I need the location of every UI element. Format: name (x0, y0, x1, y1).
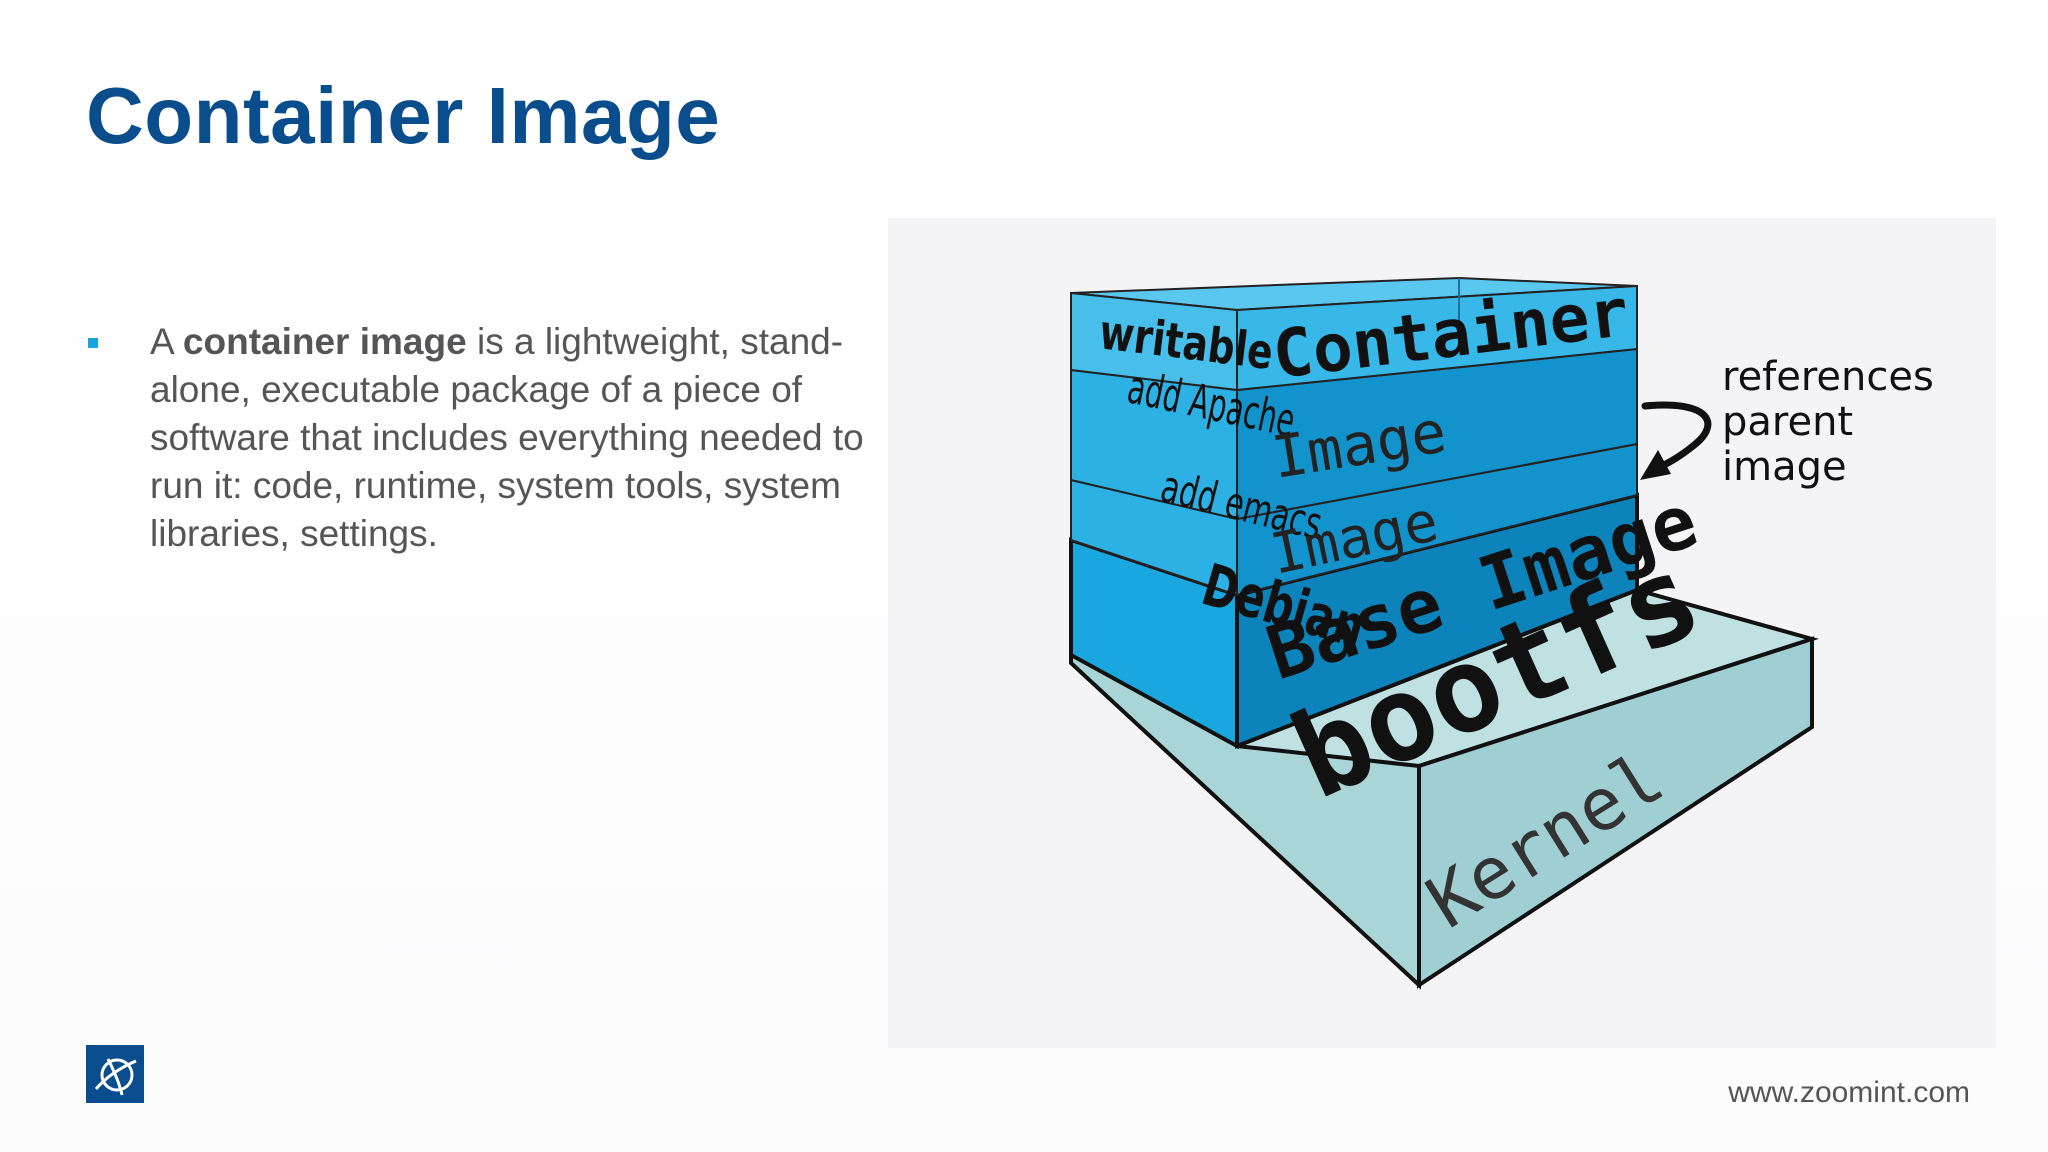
bullet-item: A container image is a lightweight, stan… (88, 318, 868, 558)
square-bullet-icon (88, 338, 98, 348)
bullet-text: A container image is a lightweight, stan… (150, 318, 868, 558)
container-layer-face (1236, 284, 1638, 392)
arrowhead-icon (1640, 450, 1671, 480)
bullet-list: A container image is a lightweight, stan… (88, 318, 868, 558)
annotation-line-2: parent (1722, 399, 1853, 445)
bullet-lead: A (150, 321, 183, 362)
footer-website-url: www.zoomint.com (1728, 1076, 1970, 1109)
bullet-rest: is a lightweight, stand-alone, executabl… (150, 321, 864, 554)
curved-arrow-icon (1641, 401, 1712, 472)
container-layers-diagram: writable Container add Apache Image add … (888, 218, 1996, 1048)
annotation-line-1: references (1722, 354, 1934, 400)
base-slab-right-face (1417, 636, 1814, 989)
layers-diagram-svg: writable Container add Apache Image add … (1069, 274, 1934, 990)
slide-title: Container Image (86, 71, 721, 160)
annotation-line-3: image (1722, 444, 1847, 490)
bullet-bold-term: container image (182, 321, 467, 362)
zoomint-logo-icon (86, 1045, 144, 1103)
